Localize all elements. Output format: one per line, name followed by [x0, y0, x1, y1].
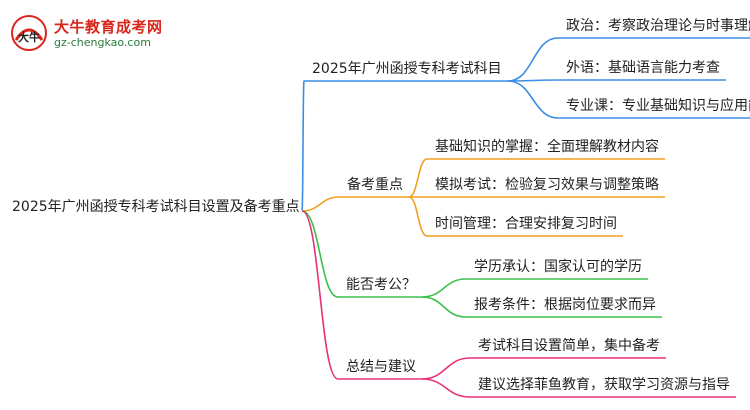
branch-to-leaf-connector: [421, 357, 471, 380]
leaf-major-course: 专业课：专业基础知识与应用能力: [566, 98, 750, 114]
leaf-simple-subjects: 考试科目设置简单，集中备考: [478, 338, 660, 354]
logo-badge-text: 大牛: [18, 30, 40, 44]
leaf-degree-recognition: 学历承认：国家认可的学历: [474, 259, 642, 275]
logo-url: gz-chengkao.com: [54, 36, 151, 49]
leaf-foreign-language: 外语：基础语言能力考查: [566, 60, 720, 76]
root-node: 2025年广州函授专科考试科目设置及备考重点: [12, 199, 300, 215]
site-logo[interactable]: 大牛 大牛教育成考网 gz-chengkao.com: [10, 14, 170, 54]
leaf-mock-exam: 模拟考试：检验复习效果与调整策略: [435, 177, 659, 193]
leaf-politics: 政治：考察政治理论与时事理解: [566, 18, 750, 34]
logo-title: 大牛教育成考网: [54, 18, 163, 36]
branch-to-leaf-connector: [408, 196, 428, 237]
branch-to-leaf-connector: [507, 80, 559, 119]
logo-badge-icon: 大牛: [11, 15, 47, 51]
branch-to-leaf-connector: [421, 296, 467, 318]
leaf-basic-knowledge: 基础知识的掌握：全面理解教材内容: [435, 139, 659, 155]
root-to-branch-connector: [301, 210, 339, 298]
branch-to-leaf-connector: [421, 378, 471, 398]
leaf-time-management: 时间管理：合理安排复习时间: [435, 216, 617, 232]
branch-civil-service: 能否考公？: [346, 277, 416, 293]
root-to-branch-connector: [301, 80, 305, 212]
branch-to-leaf-connector: [507, 37, 559, 82]
root-to-branch-connector: [301, 196, 340, 212]
root-to-branch-connector: [301, 210, 339, 380]
branch-summary: 总结与建议: [346, 359, 416, 375]
leaf-recommendation: 建议选择菲鱼教育，获取学习资源与指导: [478, 377, 730, 393]
branch-to-leaf-connector: [408, 158, 428, 198]
branch-prep-focus: 备考重点: [347, 177, 403, 193]
branch-to-leaf-connector: [421, 278, 467, 298]
leaf-application-conditions: 报考条件：根据岗位要求而异: [474, 297, 656, 313]
branch-subjects: 2025年广州函授专科考试科目: [312, 61, 502, 77]
